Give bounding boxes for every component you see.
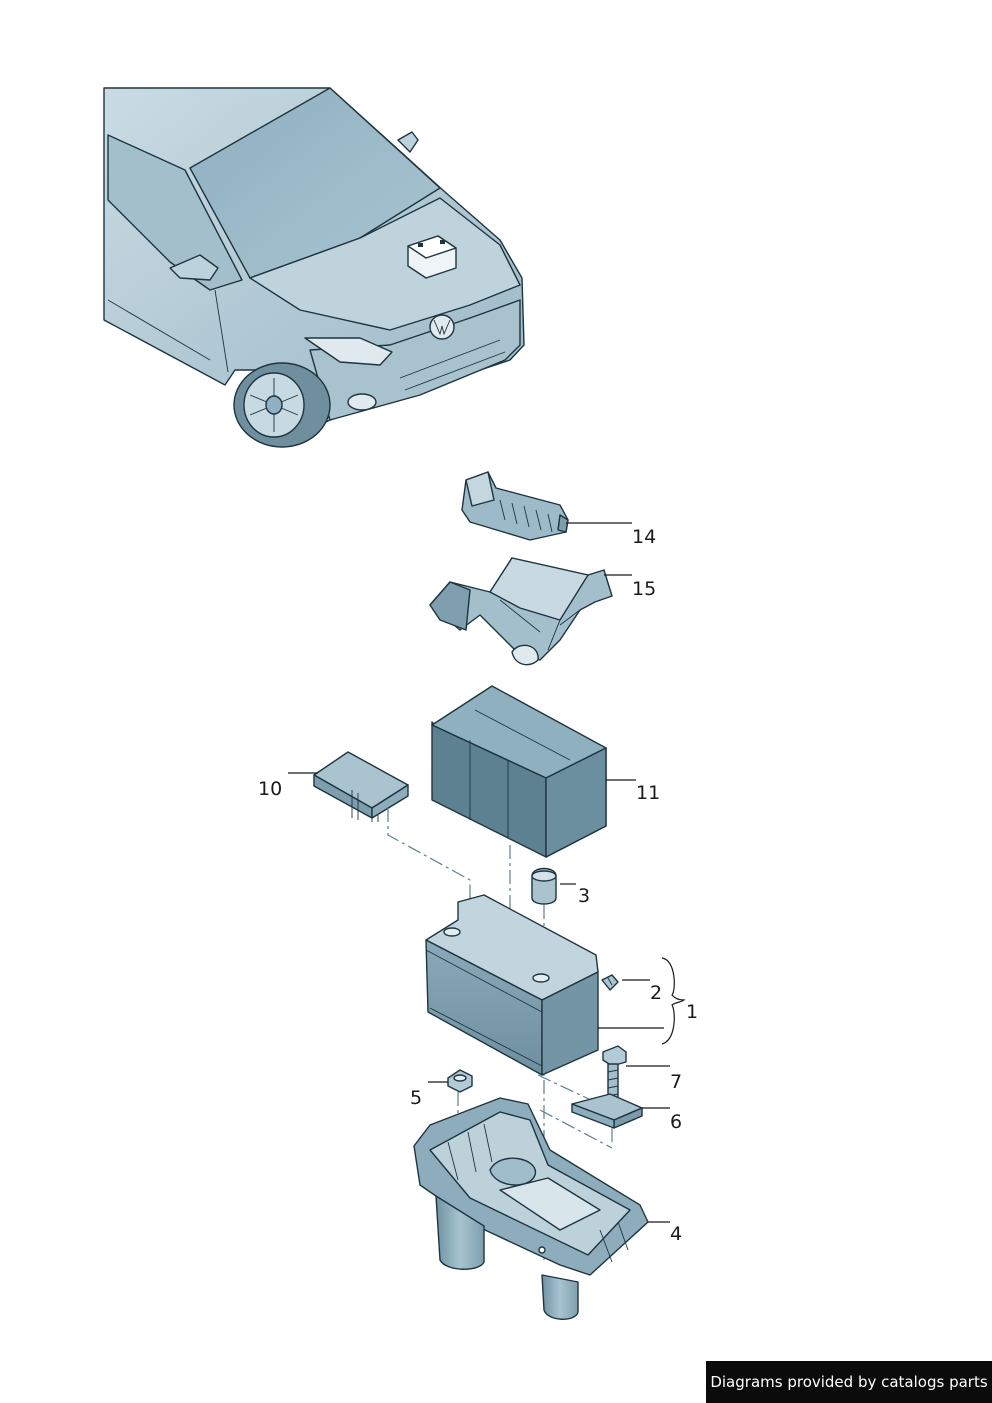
- callout-14: 14: [632, 526, 656, 548]
- part-15-fuse-bracket: [429, 557, 613, 666]
- battery-location-icon: [407, 235, 457, 279]
- callout-3: 3: [578, 885, 590, 907]
- vehicle-illustration: [103, 87, 525, 448]
- windshield: [189, 87, 441, 279]
- part-4-battery-tray: [413, 1097, 649, 1320]
- part-3-terminal-clamp: [531, 867, 557, 905]
- callout-7: 7: [670, 1071, 682, 1093]
- callout-10: 10: [258, 778, 282, 800]
- callout-5: 5: [410, 1087, 422, 1109]
- callout-2: 2: [650, 982, 662, 1004]
- side-mirror: [169, 254, 219, 281]
- part-6-hold-down-clamp: [571, 1093, 643, 1129]
- callout-4: 4: [670, 1223, 682, 1245]
- side-window: [107, 134, 243, 291]
- part-5-nut: [447, 1069, 473, 1093]
- callout-15: 15: [632, 578, 656, 600]
- fog-light: [347, 393, 377, 411]
- alignment-line-10: [387, 808, 471, 912]
- part-1-battery: [425, 894, 599, 1076]
- footer-credit: Diagrams provided by catalogs parts: [706, 1361, 992, 1403]
- callout-6: 6: [670, 1111, 682, 1133]
- hood: [249, 197, 521, 331]
- group-brace: [661, 957, 686, 1045]
- part-2-screw: [601, 974, 619, 991]
- front-bumper: [309, 299, 521, 421]
- headlight: [304, 337, 393, 366]
- front-wheel: [233, 362, 331, 448]
- part-10-terminal-cover: [313, 751, 409, 822]
- callout-11: 11: [636, 782, 660, 804]
- vw-logo-icon: [429, 314, 455, 340]
- part-7-bolt: [602, 1045, 627, 1101]
- part-11-battery-insulation-cover: [431, 685, 607, 858]
- part-14-fuse-holder: [461, 471, 569, 541]
- callout-1: 1: [686, 1001, 698, 1023]
